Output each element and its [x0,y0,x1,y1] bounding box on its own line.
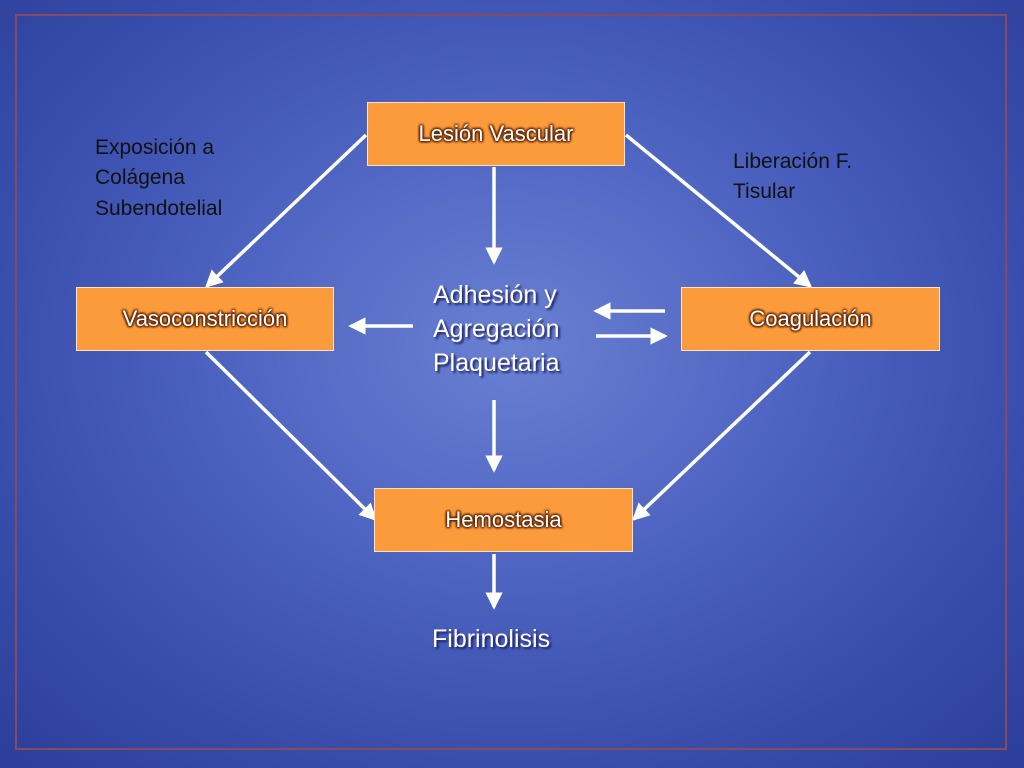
node-vasoconstriccion: Vasoconstricción [76,287,334,351]
note-right-line-1: Liberación F. [733,150,853,173]
note-left-line-2: Colágena [95,166,185,190]
note-left-line-1: Exposición a [95,136,215,159]
node-fibrinolisis: Fibrinolisis [432,623,550,657]
slide-frame [15,14,1007,750]
node-fibrinolisis-label: Fibrinolisis [432,625,551,653]
adhesion-line-3: Plaquetaria [433,348,560,377]
arrow-lesion-to-coagulacion [624,133,813,288]
arrow-vasoconstriccion-to-hemostasia [204,350,377,521]
note-liberacion-tisular: Liberación F. Tisular [733,147,852,208]
node-lesion-vascular-label: Lesión Vascular [418,121,574,146]
node-vasoconstriccion-label: Vasoconstricción [122,306,288,331]
node-lesion-vascular: Lesión Vascular [367,102,625,166]
node-adhesion-agregacion: Adhesión y Agregación Plaquetaria [433,279,559,380]
note-left-line-3: Subendotelial [95,196,223,220]
adhesion-line-1: Adhesión y [433,281,557,309]
note-right-line-2: Tisular [733,180,796,204]
node-coagulacion: Coagulación [681,287,940,351]
note-exposicion-colagena: Exposición a Colágena Subendotelial [95,133,222,224]
node-coagulacion-label: Coagulación [749,306,872,331]
node-hemostasia: Hemostasia [374,488,633,552]
arrow-coagulacion-to-hemostasia [631,350,812,521]
arrow-lesion-to-vasoconstriccion [204,133,368,288]
adhesion-line-2: Agregación [433,314,560,343]
node-hemostasia-label: Hemostasia [445,507,562,532]
